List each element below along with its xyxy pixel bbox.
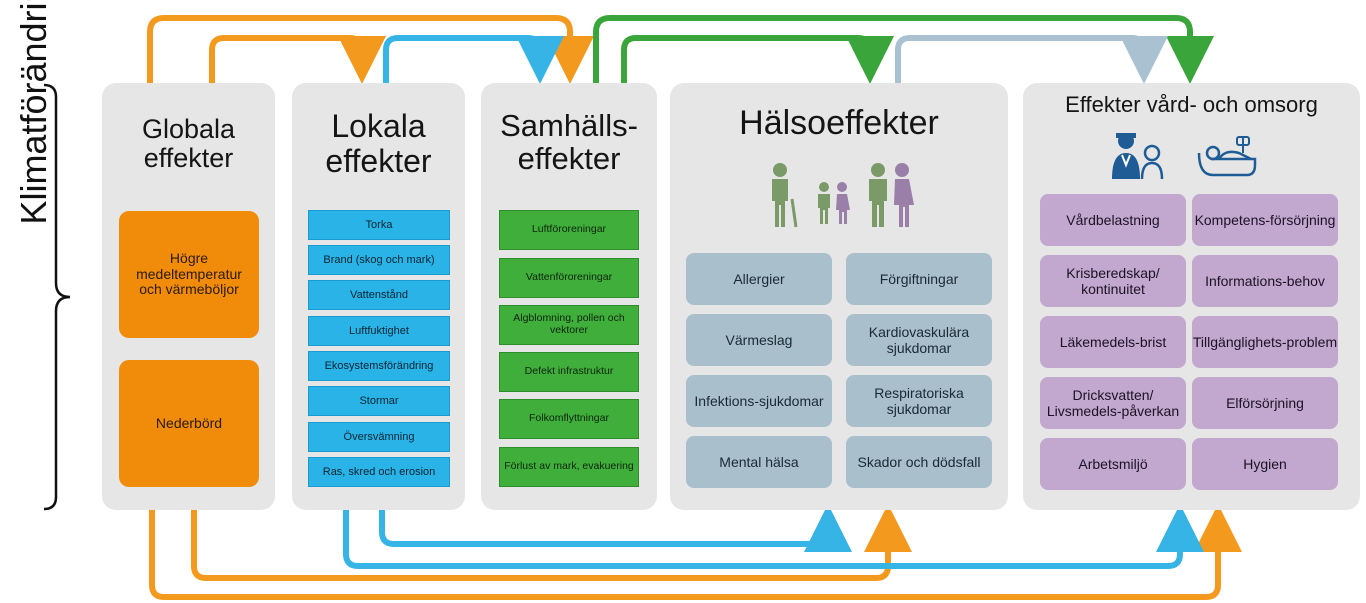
vard-item: Tillgänglighets-problem xyxy=(1192,316,1338,368)
people-icon xyxy=(772,163,914,228)
vard-item: Informations-behov xyxy=(1192,255,1338,307)
vard-item: Hygien xyxy=(1192,438,1338,490)
lokala-item: Torka xyxy=(308,210,450,240)
panel-globala-effekter: Globala effekter Högre medeltemperatur o… xyxy=(102,83,275,510)
lokala-item: Brand (skog och mark) xyxy=(308,245,450,275)
lokala-item: Luftfuktighet xyxy=(308,316,450,346)
samhalls-item: Förlust av mark, evakuering xyxy=(499,447,639,487)
arrow-top-orange-inner xyxy=(209,35,386,85)
arrow-top-blue xyxy=(383,35,564,85)
lokala-item: Översvämning xyxy=(308,422,450,452)
lokala-item: Stormar xyxy=(308,386,450,416)
panel-lokala-effekter: Lokala effekter Torka Brand (skog och ma… xyxy=(292,83,465,510)
samhalls-item: Vattenföroreningar xyxy=(499,258,639,298)
panel-title-globala: Globala effekter xyxy=(141,114,236,174)
globala-item-nederbord: Nederbörd xyxy=(119,360,259,487)
vard-item: Läkemedels-brist xyxy=(1040,316,1186,368)
halso-item: Infektions-sjukdomar xyxy=(686,375,832,427)
lokala-item: Ekosystemsförändring xyxy=(308,351,450,381)
doctor-patient-icon xyxy=(1112,133,1164,180)
arrow-top-lightblue xyxy=(895,35,1168,85)
samhalls-item: Defekt infrastruktur xyxy=(499,352,639,392)
samhalls-item: Luftföroreningar xyxy=(499,210,639,250)
arrow-top-green-outer xyxy=(593,15,1214,85)
arrow-top-orange-outer xyxy=(147,15,594,85)
arrow-bottom-blue-inner xyxy=(379,504,852,552)
vard-item: Elförsörjning xyxy=(1192,377,1338,429)
globala-item-temperatur: Högre medeltemperatur och värmeböljor xyxy=(119,211,259,338)
arrow-bottom-orange-inner xyxy=(191,504,912,581)
side-label: Klimatförändring xyxy=(13,0,54,225)
panel-title-halso: Hälsoeffekter xyxy=(739,104,939,142)
hospital-bed-icon xyxy=(1197,136,1257,177)
panel-title-samhalls: Samhälls-effekter xyxy=(500,108,638,177)
vard-item: Dricksvatten/ Livsmedels-påverkan xyxy=(1040,377,1186,429)
panel-title-vard: Effekter vård- och omsorg xyxy=(1065,92,1318,117)
lokala-item: Ras, skred och erosion xyxy=(308,457,450,487)
vard-item: Arbetsmiljö xyxy=(1040,438,1186,490)
vard-item: Vårdbelastning xyxy=(1040,194,1186,246)
arrow-bottom-orange-outer xyxy=(149,504,1242,600)
panel-title-lokala: Lokala effekter xyxy=(325,108,432,179)
panel-halsoeffekter: Hälsoeffekter Allergier Förgiftningar Vä… xyxy=(670,83,1008,510)
samhalls-item: Folkomflyttningar xyxy=(499,399,639,439)
vard-item: Krisberedskap/ kontinuitet xyxy=(1040,255,1186,307)
vard-item: Kompetens-försörjning xyxy=(1192,194,1338,246)
halso-item: Respiratoriska sjukdomar xyxy=(846,375,992,427)
samhalls-item: Algblomning, pollen och vektorer xyxy=(499,305,639,345)
halso-item: Mental hälsa xyxy=(686,436,832,488)
halso-item: Allergier xyxy=(686,253,832,305)
curly-brace-icon xyxy=(43,83,71,511)
halso-item: Kardiovaskulära sjukdomar xyxy=(846,314,992,366)
halso-item: Förgiftningar xyxy=(846,253,992,305)
halso-item: Värmeslag xyxy=(686,314,832,366)
panel-samhallseffekter: Samhälls-effekter Luftföroreningar Vatte… xyxy=(481,83,657,510)
halso-item: Skador och dödsfall xyxy=(846,436,992,488)
arrow-bottom-blue-outer xyxy=(343,504,1204,569)
panel-vard-och-omsorg: Effekter vård- och omsorg Vårdbelastning… xyxy=(1023,83,1360,510)
lokala-item: Vattenstånd xyxy=(308,280,450,310)
arrow-top-green-inner xyxy=(621,35,894,85)
